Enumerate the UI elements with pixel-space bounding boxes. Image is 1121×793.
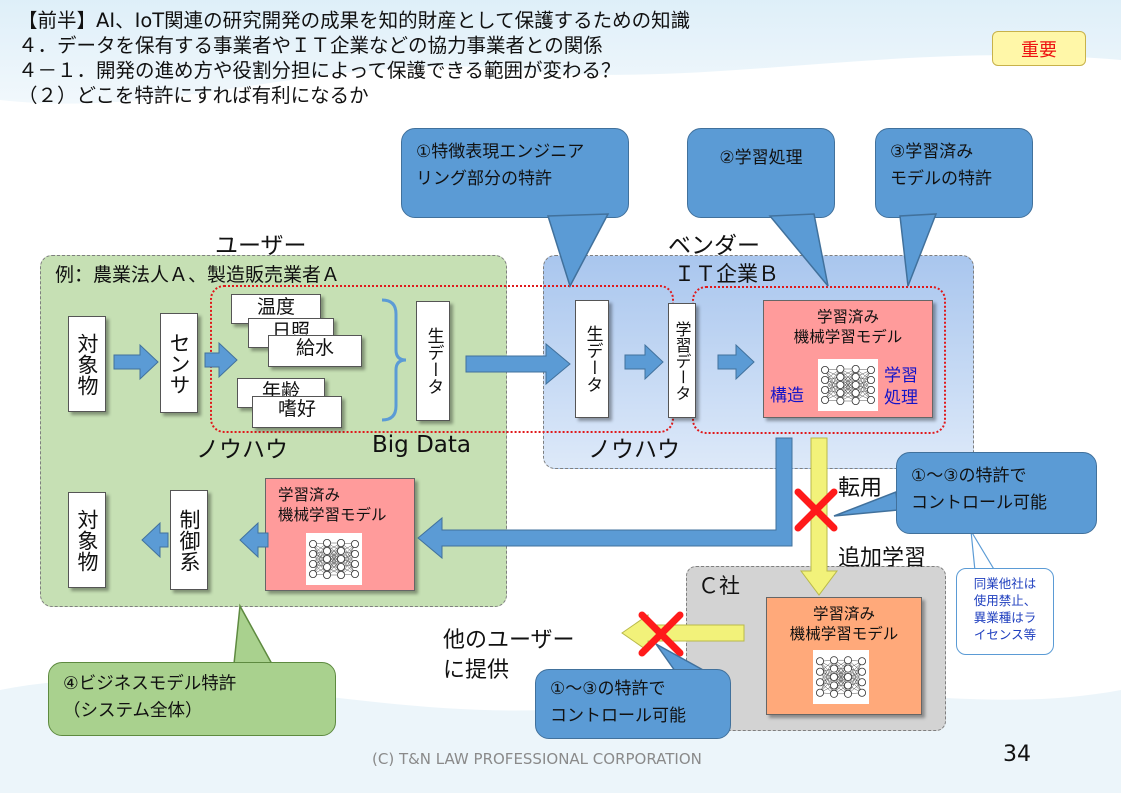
- pointer-note: [971, 531, 995, 571]
- pointer-c4: [834, 492, 898, 516]
- license-note-line-4: イセンス等: [961, 626, 1049, 643]
- arrow-target-to-sensor: [114, 345, 158, 379]
- pointer-c2: [770, 214, 828, 286]
- callout-control-provide-line-1: ①～③の特許で: [550, 676, 716, 703]
- page-number: 34: [1003, 742, 1031, 767]
- callout-business-model-patent: ④ビジネスモデル特許 （システム全体）: [48, 662, 336, 736]
- arrow-raw-to-training: [625, 345, 663, 379]
- pointer-c3: [900, 214, 936, 286]
- arrow-model-to-control: [240, 523, 268, 557]
- license-note-line-3: 異業種はラ: [961, 609, 1049, 626]
- copyright: (C) T&N LAW PROFESSIONAL CORPORATION: [372, 750, 702, 768]
- arrow-c-to-other-users: [622, 615, 744, 651]
- data-bracket: [382, 300, 406, 420]
- pointer-c1: [548, 214, 608, 286]
- arrow-sensor-to-data: [205, 343, 237, 377]
- pointer-c6: [234, 606, 272, 664]
- arrow-control-to-target: [142, 523, 168, 557]
- arrow-user-to-vendor: [466, 344, 570, 384]
- callout-business-line-2: （システム全体）: [63, 698, 321, 725]
- license-note-line-1: 同業他社は: [961, 575, 1049, 592]
- callout-control-provide: ①～③の特許で コントロール可能: [535, 669, 731, 739]
- arrow-model-to-user: [418, 438, 792, 558]
- license-note: 同業他社は 使用禁止、 異業種はラ イセンス等: [956, 568, 1054, 655]
- callout-control-reuse-line-1: ①～③の特許で: [911, 463, 1082, 490]
- callout-control-reuse-line-2: コントロール可能: [911, 490, 1082, 517]
- callout-business-line-1: ④ビジネスモデル特許: [63, 671, 321, 698]
- callout-control-reuse: ①～③の特許で コントロール可能: [896, 452, 1097, 534]
- arrow-training-to-model: [718, 345, 754, 379]
- callout-control-provide-line-2: コントロール可能: [550, 703, 716, 730]
- license-note-line-2: 使用禁止、: [961, 592, 1049, 609]
